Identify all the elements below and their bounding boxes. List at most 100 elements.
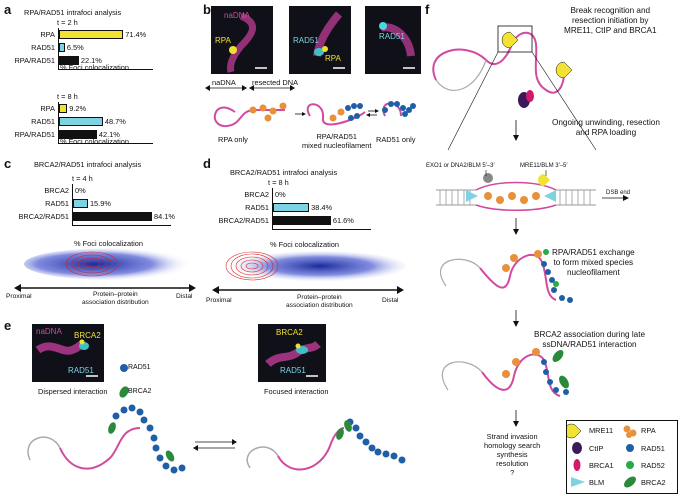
step1-text: Break recognition and resection initiati… (564, 6, 657, 35)
time-label: t = 8 h (57, 92, 78, 101)
value-label: 84.1% (154, 212, 176, 221)
legend-box: MRE11 RPA CtIP RAD51 BRCA1 RAD52 BLM BRC… (566, 420, 678, 494)
category-label: RAD51 (45, 199, 69, 208)
category-label: RAD51 (245, 203, 269, 212)
distribution-caption: Protein–protein association distribution (286, 294, 353, 309)
micro-label: RAD51 (68, 366, 94, 375)
distribution-contours (65, 251, 119, 277)
arrow-head-right-icon (189, 284, 196, 292)
rad52-icon (626, 461, 634, 469)
bar (273, 216, 331, 225)
micro-label: BRCA2 (276, 328, 303, 337)
micro-label: naDNA (224, 11, 250, 20)
bar (59, 43, 65, 52)
panel-label-f: f (425, 2, 430, 17)
x-axis-label: % Foci colocalization (60, 137, 130, 146)
value-label: 6.5% (66, 43, 84, 52)
step5-text: Strand invasion homology search synthesi… (484, 432, 541, 477)
category-label: RAD51 (31, 117, 55, 126)
panel-d-distribution (212, 251, 406, 294)
legend-label: BRCA1 (589, 461, 614, 470)
step4-text: BRCA2 association during late ssDNA/RAD5… (534, 330, 646, 349)
arrow-head-right-icon (397, 286, 404, 294)
rpa-icon (623, 425, 637, 438)
category-label: BRCA2 (44, 186, 69, 195)
bar (59, 30, 124, 39)
distribution-cloud (234, 251, 406, 281)
pacman-icon (501, 31, 519, 49)
category-label: RPA (40, 104, 55, 113)
resected-dna-label: resected DNA (252, 78, 299, 87)
micrograph-signal (35, 339, 98, 377)
bar (73, 199, 88, 208)
value-label: 9.2% (69, 104, 87, 113)
panel-c-title: BRCA2/RAD51 intrafoci analysis (34, 160, 142, 169)
bar-axis (58, 28, 153, 70)
x-axis-label: % Foci colocalization (270, 240, 340, 249)
state-label: RAD51 only (376, 135, 416, 144)
legend-label: RAD51 (128, 364, 151, 371)
value-label: 71.4% (125, 30, 147, 39)
legend-label: BRCA2 (128, 388, 152, 395)
micro-label: RAD51 (293, 36, 319, 45)
panel-label-c: c (4, 156, 12, 171)
micrograph-rpa: naDNA RPA (211, 6, 273, 74)
category-label: RPA (40, 30, 55, 39)
micrograph-dispersed: naDNA BRCA2 RAD51 (32, 324, 104, 382)
micrograph-focused: BRCA2 RAD51 (258, 324, 326, 382)
panel-label-d: d (203, 156, 211, 171)
value-label: 0% (275, 190, 286, 199)
pacman-icon (567, 423, 582, 439)
category-label: BRCA2/RAD51 (18, 212, 69, 221)
panel-label-b: b (203, 2, 211, 17)
distribution-contours (225, 251, 279, 281)
bar (273, 203, 310, 212)
micrograph-rad51: RAD51 (365, 6, 421, 74)
value-label: 38.4% (311, 203, 333, 212)
panel-e-legend-icons (119, 364, 129, 398)
arrow-head-left-icon (212, 286, 219, 294)
micro-label: RPA (325, 54, 341, 63)
time-label: t = 2 h (57, 18, 78, 27)
rad51-icon (120, 364, 128, 372)
panel-f-schematic (432, 25, 629, 427)
value-label: 61.6% (332, 216, 354, 225)
panel-f: Break recognition and resection initiati… (426, 0, 680, 496)
legend-label: CtIP (589, 444, 604, 453)
category-label: RPA/RAD51 (14, 56, 55, 65)
legend-label: RAD52 (641, 461, 665, 470)
bar (59, 130, 97, 139)
ctip-icon (572, 442, 582, 454)
state-label: RPA only (218, 135, 248, 144)
category-label: BRCA2 (244, 190, 269, 199)
dsb-label: DSB end (606, 190, 631, 196)
nadna-label: naDNA (212, 78, 236, 87)
value-label: 0% (75, 186, 86, 195)
micro-label: RAD51 (379, 32, 405, 41)
panel-b-schematic (205, 85, 416, 128)
micrograph-signal (379, 22, 415, 69)
micrograph-signal (227, 12, 267, 73)
micro-label: RAD51 (280, 366, 306, 375)
distal-label: Distal (176, 293, 193, 300)
panel-a-title: RPA/RAD51 intrafoci analysis (24, 8, 122, 17)
category-label: BRCA2/RAD51 (218, 216, 269, 225)
panel-d-title: BRCA2/RAD51 intrafoci analysis (230, 168, 338, 177)
caption-dispersed: Dispersed interaction (38, 387, 108, 396)
time-label: t = 4 h (72, 174, 93, 183)
legend-label: MRE11 (589, 426, 614, 435)
value-label: 48.7% (104, 117, 126, 126)
panel-label-a: a (4, 2, 12, 17)
distribution-caption: Protein–protein association distribution (82, 291, 149, 306)
bar-axis (58, 102, 153, 144)
value-label: 22.1% (80, 56, 102, 65)
exo-label: EXO1 or DNA2/BLM 5′–3′ (426, 163, 495, 169)
brca2-icon (119, 386, 129, 398)
bar (59, 56, 79, 65)
bar (59, 117, 103, 126)
arrow-head-left-icon (14, 284, 21, 292)
legend-icons (567, 423, 637, 488)
